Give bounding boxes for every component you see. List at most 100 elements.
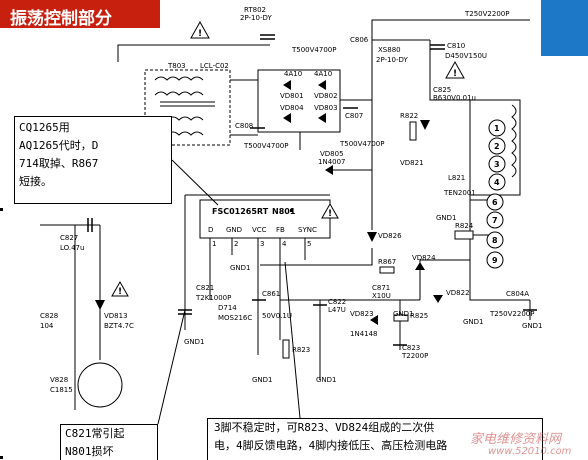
capacitor-symbols <box>87 34 537 346</box>
label-vd801: VD801 <box>280 92 304 100</box>
terminal-circles <box>486 119 506 269</box>
corner-mark <box>290 209 293 212</box>
label-pin-d: D <box>208 226 213 234</box>
diode-vd803 <box>318 113 326 123</box>
note-cq1265: CQ1265用 AQ1265代时，D 714取掉、R867 短接。 <box>14 116 172 204</box>
label-c822: C822 <box>328 298 346 306</box>
label-r867: R867 <box>378 258 396 266</box>
label-c821-value: T2K1000P <box>195 294 231 302</box>
diode-vd804 <box>283 113 291 123</box>
label-c825-value: B630V0.01u <box>433 94 476 102</box>
note-line: AQ1265代时，D <box>19 139 99 152</box>
diode-symbols <box>95 80 443 325</box>
label-c807-value: T500V4700P <box>339 140 384 148</box>
diode-vd822 <box>433 295 443 303</box>
label-rt802-part: 2P-10-DY <box>240 14 272 22</box>
label-gnd1: GND1 <box>230 264 251 272</box>
n801-box <box>199 199 331 239</box>
diode-vd802 <box>318 80 326 90</box>
label-c808-value: T500V4700P <box>243 142 288 150</box>
label-c825: C825 <box>433 86 451 94</box>
label-c871: C871 <box>372 284 390 292</box>
label-pin-5: 5 <box>307 240 311 248</box>
corner-mark <box>0 208 3 211</box>
label-c821: C821 <box>196 284 214 292</box>
terminal-6 <box>486 193 504 211</box>
resistor-r867 <box>379 266 395 274</box>
label-vd823: VD823 <box>350 310 374 318</box>
label-pin-3: 3 <box>260 240 264 248</box>
terminal-label-3: 3 <box>494 160 500 169</box>
title-bar: 振荡控制部分 <box>0 0 160 29</box>
label-v828-part: C1815 <box>50 386 73 394</box>
corner-mark <box>0 456 3 459</box>
resistor-r823 <box>282 339 290 359</box>
resistor-r824 <box>454 230 474 240</box>
label-pin-2: 2 <box>234 240 238 248</box>
label-gnd1: GND1 <box>436 214 457 222</box>
wire-top-left <box>117 44 270 62</box>
terminal-label-6: 6 <box>492 198 498 207</box>
label-r824: R824 <box>455 222 474 230</box>
terminal-1 <box>488 119 506 137</box>
bridge-outline <box>257 69 341 133</box>
label-v828: V828 <box>50 376 68 384</box>
warning-icon <box>111 280 129 297</box>
diode-vd821 <box>420 120 430 130</box>
label-r825: R825 <box>410 312 428 320</box>
label-gnd1: GND1 <box>522 322 543 330</box>
page-title: 振荡控制部分 <box>10 9 112 29</box>
watermark-url: www.52010.com <box>488 446 572 457</box>
label-lcl: LCL-C02 <box>200 62 229 70</box>
watermark-text: 家电维修资料网 <box>470 432 562 447</box>
wire-horizontal-mid <box>260 248 373 266</box>
warning-mark: ! <box>453 69 457 79</box>
diode-vd813 <box>95 300 105 310</box>
diode-vd823 <box>370 315 378 325</box>
label-c810-value: D450V150U <box>445 52 487 60</box>
label-c804: C804A <box>506 290 529 298</box>
label-d714: D714 <box>218 304 237 312</box>
label-rt802: RT802 <box>244 6 266 14</box>
wire-bridge-out <box>340 39 430 101</box>
resistor-symbols <box>282 121 474 359</box>
note-line: 电，4脚反馈电路，4脚内接低压、高压检测电路 <box>214 439 448 452</box>
label-r823: R823 <box>292 346 310 354</box>
warning-icon <box>445 60 465 79</box>
label-gnd1: GND1 <box>252 376 273 384</box>
component-labels: RT802 2P-10-DY T803 LCL-C02 C806 T500V47… <box>40 6 543 394</box>
resistor-r825 <box>393 314 409 322</box>
corner-accent-block <box>541 0 588 56</box>
label-vd826: VD826 <box>378 232 402 240</box>
terminal-label-1: 1 <box>494 124 500 133</box>
label-d714-part: MOS216C <box>218 314 252 322</box>
terminal-label-4: 4 <box>494 178 500 187</box>
label-xs880: XS880 <box>378 46 401 54</box>
label-c804-value: T250V2200P <box>489 310 534 318</box>
note-line: N801损坏 <box>65 445 114 458</box>
label-bridge-top: 4A10 <box>284 70 302 78</box>
label-ten: TEN2001 <box>443 189 476 197</box>
transformer-t803-outline <box>144 69 231 146</box>
diode-vd801 <box>283 80 291 90</box>
label-vd813-part: BZT4.7C <box>104 322 134 330</box>
v828-transistor-outline <box>77 362 123 408</box>
label-c827-value: LO.47u <box>60 244 84 252</box>
terminal-8 <box>486 231 504 249</box>
label-fsc: FSC01265RT <box>212 207 269 216</box>
label-t803: T803 <box>167 62 186 70</box>
label-c806: C806 <box>350 36 369 44</box>
label-c805: T250V2200P <box>464 10 509 18</box>
note-c821: C821常引起 N801损坏 <box>60 424 158 460</box>
label-bridge-top-2: 4A10 <box>314 70 332 78</box>
warning-icons <box>111 20 465 297</box>
label-c823-value: T2200P <box>401 352 428 360</box>
label-pin-vcc: VCC <box>252 226 267 234</box>
label-gnd1: GND1 <box>463 318 484 326</box>
note-line: 3脚不稳定时，可R823、VD824组成的二次供 <box>214 421 435 434</box>
label-pin-4: 4 <box>282 240 287 248</box>
warning-mark: ! <box>198 29 202 39</box>
label-c871-value: X10U <box>372 292 391 300</box>
label-pin-fb: FB <box>276 226 285 234</box>
